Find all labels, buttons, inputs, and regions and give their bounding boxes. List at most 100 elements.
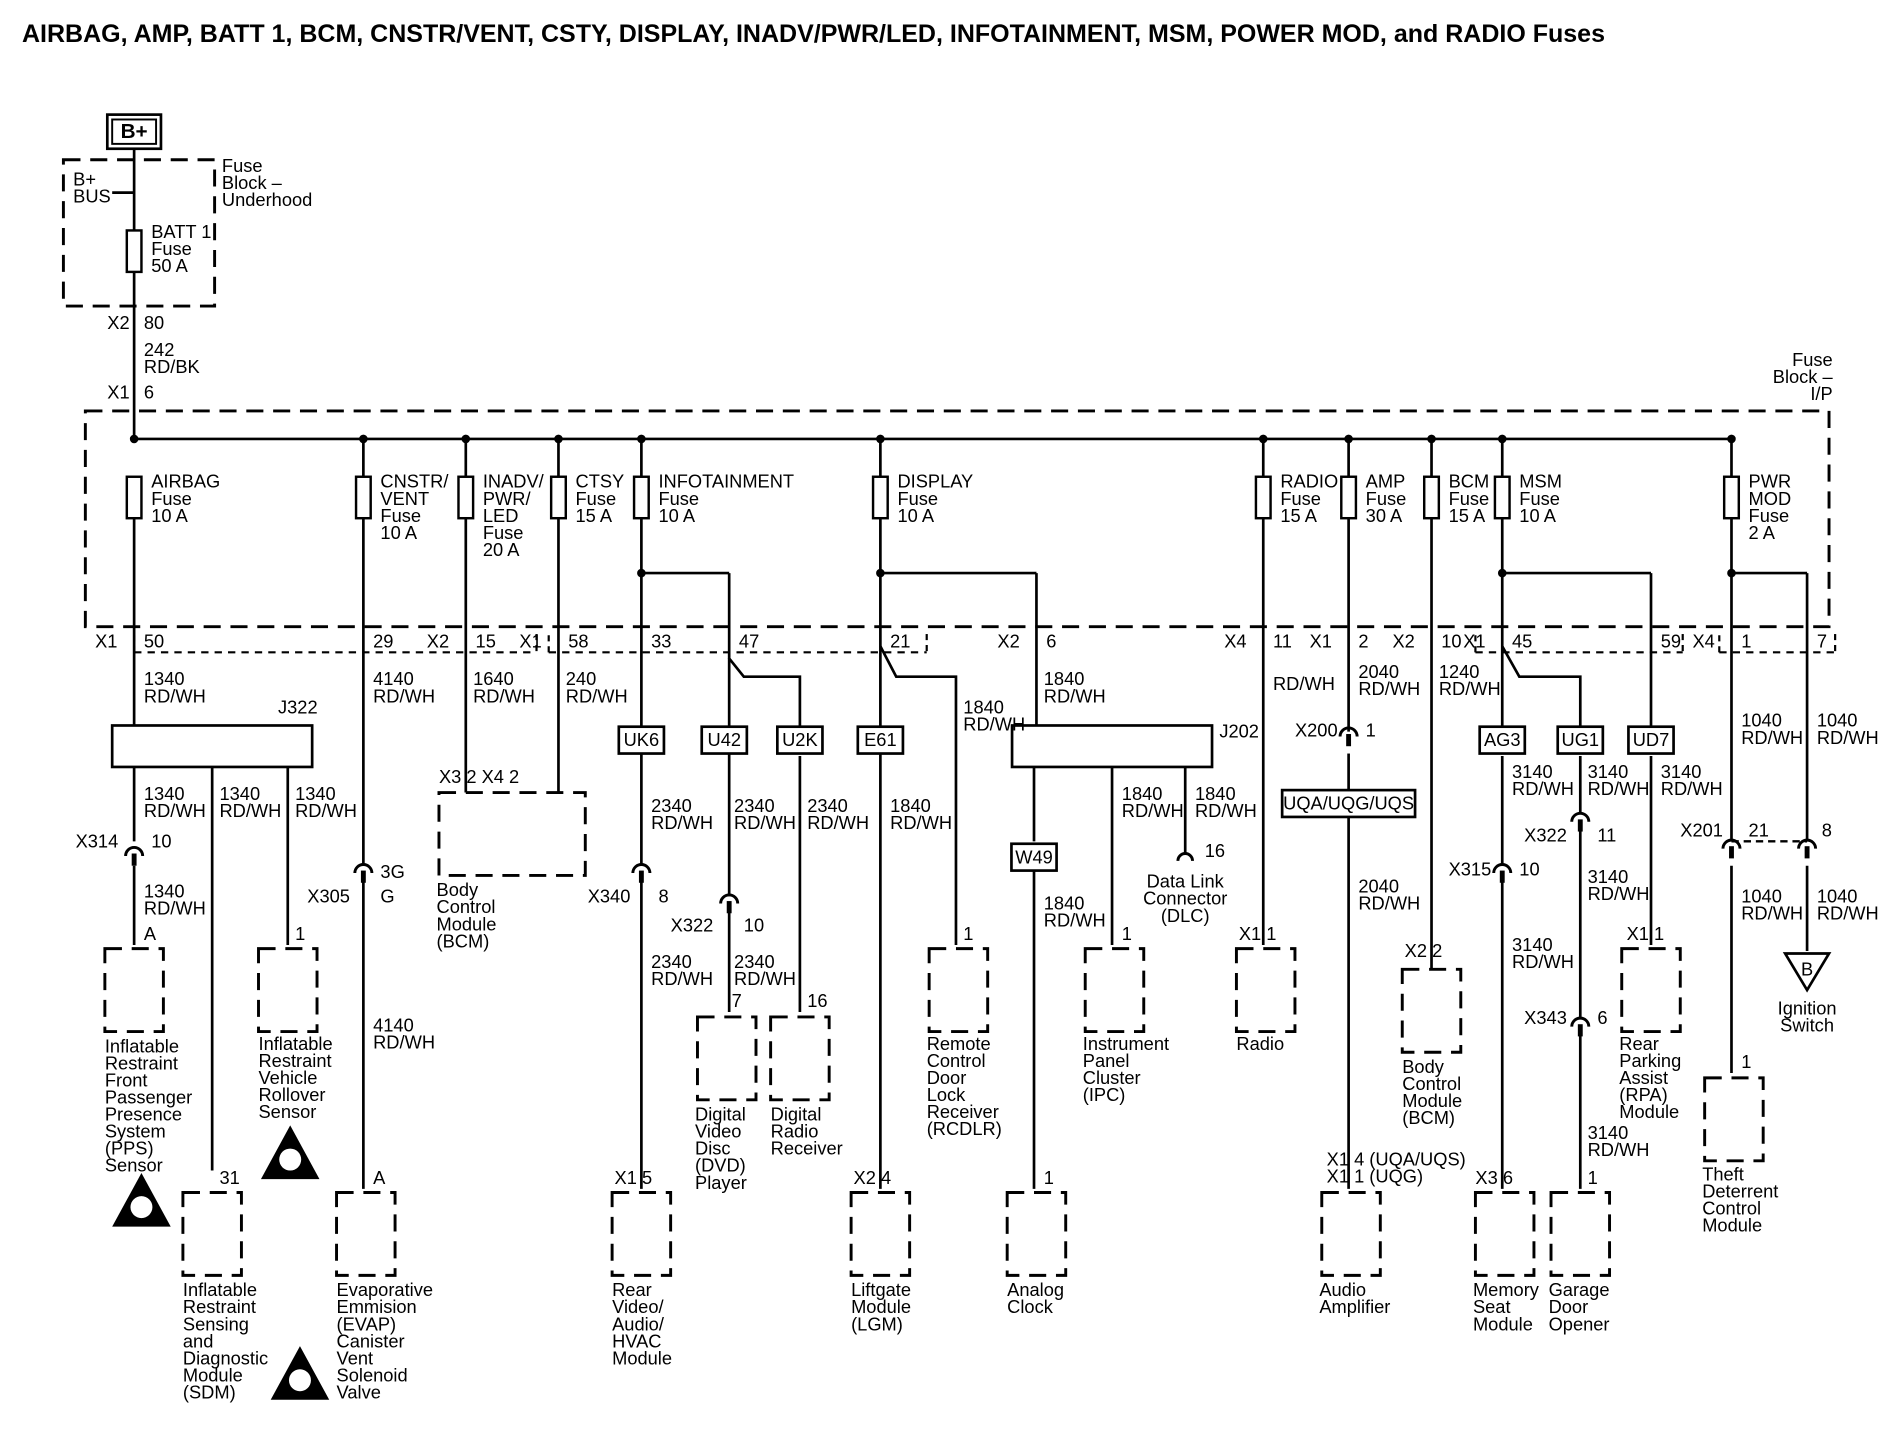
label-line: Receiver bbox=[771, 1138, 843, 1159]
label-line: X343 bbox=[1524, 1007, 1567, 1028]
rcdlr-box bbox=[927, 947, 990, 1033]
label-line: X315 bbox=[1449, 858, 1492, 879]
label-line: RD/WH bbox=[1741, 727, 1803, 748]
splice-j202-label: J202 bbox=[1219, 721, 1259, 742]
connector-pin bbox=[1577, 1024, 1583, 1037]
label-line: Player bbox=[695, 1172, 747, 1193]
label-line: 3140 bbox=[1588, 1122, 1629, 1143]
label-line: 15 A bbox=[1449, 505, 1486, 526]
x305-sub: G bbox=[380, 885, 394, 906]
label-line: Amplifier bbox=[1319, 1296, 1390, 1317]
x200-label: X200 bbox=[1295, 719, 1338, 740]
label-line: U2K bbox=[782, 729, 818, 750]
label-line: Body bbox=[437, 879, 480, 900]
label-line: Digital bbox=[695, 1104, 746, 1125]
label-line: Theft bbox=[1702, 1163, 1744, 1184]
label-line: DISPLAY bbox=[897, 471, 973, 492]
label-line: X322 bbox=[1524, 824, 1567, 845]
gdo-box bbox=[1549, 1191, 1612, 1277]
label-line: UG1 bbox=[1562, 729, 1600, 750]
opt-e61 bbox=[856, 725, 905, 755]
label-line: and bbox=[183, 1330, 213, 1351]
x305-pin: 3G bbox=[380, 861, 404, 882]
ipc-box bbox=[1083, 947, 1146, 1033]
inline-connector bbox=[353, 863, 374, 874]
label-line: Ignition bbox=[1778, 997, 1837, 1018]
label-line: 6 bbox=[144, 382, 154, 403]
label-line: X2 bbox=[427, 630, 449, 651]
drr-box bbox=[769, 1015, 831, 1102]
x322a-label: X322 bbox=[671, 915, 714, 936]
ipc-pin: 1 bbox=[1122, 923, 1132, 944]
label-line: Fuse bbox=[483, 522, 524, 543]
label-line: 47 bbox=[739, 630, 759, 651]
label-line: AMP bbox=[1366, 471, 1406, 492]
label-line: RD/WH bbox=[144, 800, 206, 821]
connector-pin bbox=[131, 853, 137, 866]
msm-box bbox=[1473, 1191, 1536, 1277]
label-line: 10 bbox=[1441, 630, 1461, 651]
wire bbox=[1501, 645, 1582, 726]
bottom-connector-10: X2 bbox=[1393, 630, 1415, 651]
label-line: 7 bbox=[732, 990, 742, 1011]
label-line: U42 bbox=[708, 729, 742, 750]
label-line: 3140 bbox=[1588, 866, 1629, 887]
label-line: 8 bbox=[658, 885, 668, 906]
label-line: X2 4 bbox=[854, 1167, 892, 1188]
splice-j322 bbox=[110, 724, 314, 769]
label-line: 11 bbox=[1597, 824, 1616, 845]
label-line: MSM bbox=[1519, 471, 1562, 492]
label-line: 11 bbox=[1273, 630, 1292, 651]
label-line: BCM bbox=[1449, 471, 1490, 492]
rcdlr-pin: 1 bbox=[963, 923, 973, 944]
fuse-block-ip bbox=[83, 409, 1831, 629]
bottom-connector-2: X2 bbox=[427, 630, 449, 651]
label-line: 7 bbox=[1817, 630, 1827, 651]
label-line: 1840 bbox=[1122, 783, 1163, 804]
bottom-connector-3: X1 bbox=[519, 630, 541, 651]
label-line: RADIO bbox=[1280, 471, 1338, 492]
dlc-cavity bbox=[1176, 852, 1194, 862]
label-line: 6 bbox=[1597, 1007, 1607, 1028]
label-line: 1340 bbox=[295, 783, 336, 804]
label-line: 1840 bbox=[890, 795, 931, 816]
label-line: (RPA) bbox=[1619, 1084, 1667, 1105]
fuse-1 bbox=[354, 475, 372, 520]
label-line: Fuse bbox=[1792, 349, 1833, 370]
label-line: RD/WH bbox=[373, 685, 435, 706]
label-line: Assist bbox=[1619, 1067, 1668, 1088]
bottom-pin-2: 15 bbox=[476, 630, 496, 651]
label-line: 3G bbox=[380, 861, 404, 882]
label-line: RD/WH bbox=[1512, 951, 1574, 972]
label-line: X1 bbox=[107, 382, 129, 403]
label-line: RD/WH bbox=[144, 897, 206, 918]
label-line: X305 bbox=[307, 885, 350, 906]
label-line: Fuse bbox=[658, 488, 699, 509]
label-line: 10 bbox=[744, 915, 764, 936]
label-line: RD/WH bbox=[1588, 883, 1650, 904]
label-line: 10 A bbox=[1519, 505, 1556, 526]
label-line: Deterrent bbox=[1702, 1180, 1778, 1201]
label-line: RD/WH bbox=[734, 812, 796, 833]
label-line: 3140 bbox=[1512, 934, 1553, 955]
label-line: Disc bbox=[695, 1138, 731, 1159]
label-line: Opener bbox=[1549, 1313, 1610, 1334]
label-line: 2040 bbox=[1358, 876, 1399, 897]
label-line: 4140 bbox=[373, 668, 414, 689]
bottom-connector-8: X4 bbox=[1224, 630, 1246, 651]
page-title: AIRBAG, AMP, BATT 1, BCM, CNSTR/VENT, CS… bbox=[22, 20, 1605, 48]
